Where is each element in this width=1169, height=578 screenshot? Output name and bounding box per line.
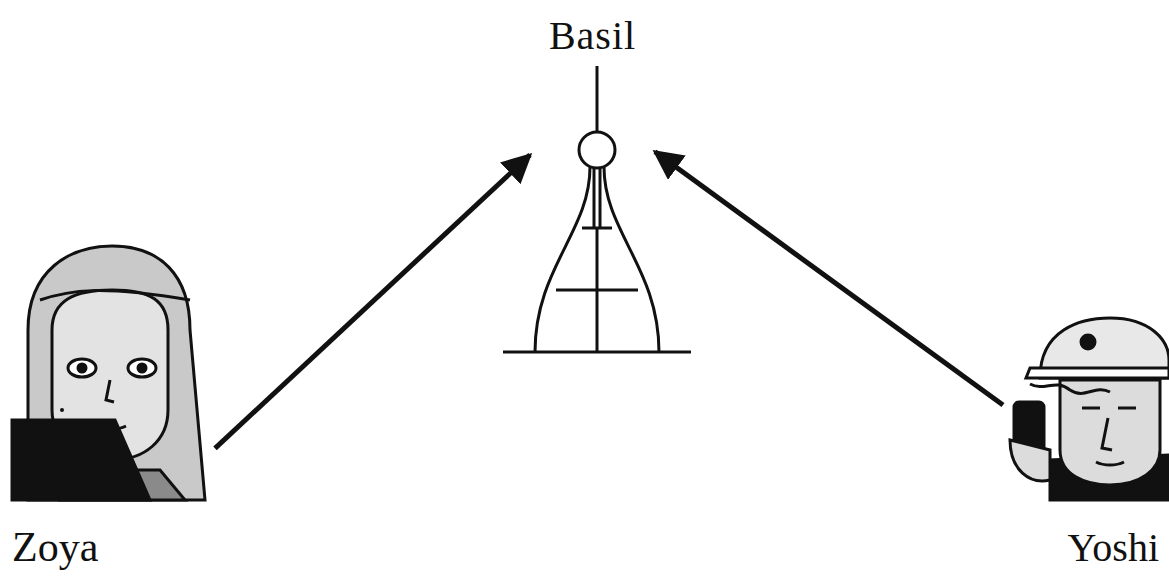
signal-arrow	[215, 155, 530, 448]
person-with-phone	[1010, 318, 1169, 500]
figure-node: Zoya	[8, 240, 215, 574]
person-name: Zoya	[12, 526, 98, 568]
person-name: Basil	[549, 16, 636, 56]
person-with-laptop	[12, 246, 205, 500]
figure-node: Yoshi	[1003, 315, 1163, 574]
person-name: Yoshi	[1067, 528, 1159, 568]
radio-tower	[503, 66, 691, 352]
signal-arrow	[655, 152, 1003, 405]
figure-node: Basil	[530, 10, 655, 360]
